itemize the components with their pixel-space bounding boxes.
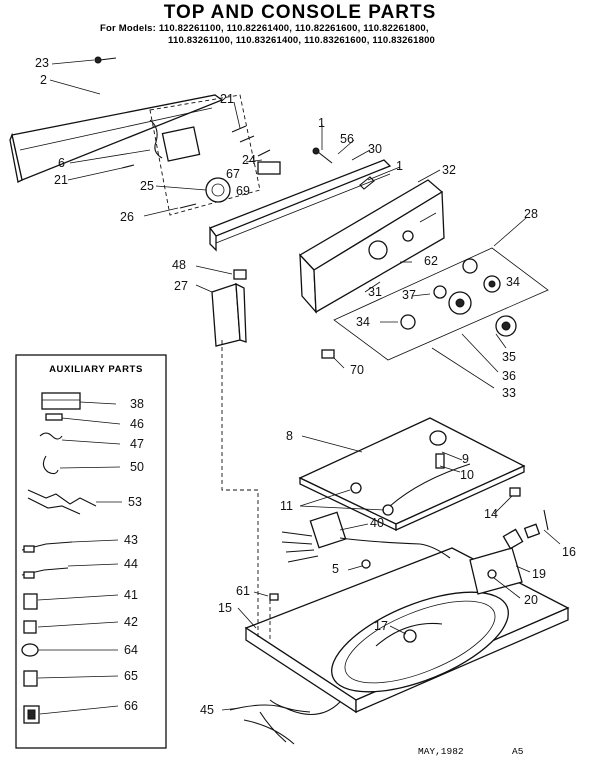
callout-label: 69 — [236, 184, 250, 198]
aux-item-number: 41 — [124, 588, 138, 602]
leader-lines — [49, 59, 561, 711]
callout-label: 1 — [318, 116, 325, 130]
callout-label: 25 — [140, 179, 154, 193]
callout-label: 37 — [402, 288, 416, 302]
callout-label: 62 — [424, 254, 438, 268]
aux-item-number: 47 — [130, 437, 144, 451]
clip-70 — [321, 349, 335, 359]
callout-label: 14 — [484, 507, 498, 521]
callout-label: 31 — [368, 285, 382, 299]
models-line-2: 110.83261100, 110.83261400, 110.83261600… — [168, 35, 435, 46]
aux-item-number: 66 — [124, 699, 138, 713]
lid-switch — [469, 547, 523, 595]
callout-label: 34 — [356, 315, 370, 329]
callout-label: 21 — [220, 92, 234, 106]
wire-bundle-45 — [229, 699, 341, 745]
aux-item-number: 44 — [124, 557, 138, 571]
callout-label: 5 — [332, 562, 339, 576]
aux-item-number: 43 — [124, 533, 138, 547]
back-trim-panel — [9, 94, 224, 183]
callout-label: 30 — [368, 142, 382, 156]
callout-label: 27 — [174, 279, 188, 293]
control-console — [298, 179, 445, 314]
callout-label: 61 — [236, 584, 250, 598]
callout-label: 15 — [218, 601, 232, 615]
aux-item-number: 65 — [124, 669, 138, 683]
callout-label: 16 — [562, 545, 576, 559]
callout-label: 24 — [242, 153, 256, 167]
callout-label: 19 — [532, 567, 546, 581]
aux-item-number: 42 — [124, 615, 138, 629]
aux-item-number: 38 — [130, 397, 144, 411]
callout-labels: 23 2 21 1 56 30 1 32 6 21 24 67 25 69 26… — [35, 56, 576, 717]
callout-label: 2 — [40, 73, 47, 87]
callout-label: 10 — [460, 468, 474, 482]
callout-label: 9 — [462, 452, 469, 466]
aux-item-number: 64 — [124, 643, 138, 657]
callout-label: 1 — [396, 159, 403, 173]
callout-label: 11 — [280, 499, 293, 513]
end-cap-27 — [211, 282, 247, 347]
auxiliary-callouts: 38 46 47 50 53 43 44 41 42 64 65 66 — [124, 397, 144, 713]
callout-label: 36 — [502, 369, 516, 383]
knob-assembly — [333, 247, 549, 361]
callout-label: 33 — [502, 386, 516, 400]
lid-switch-actuator — [502, 509, 549, 550]
screw-icon — [94, 56, 117, 64]
callout-label: 40 — [370, 516, 384, 530]
aux-item-number: 50 — [130, 460, 144, 474]
callout-label: 35 — [502, 350, 516, 364]
callout-label: 32 — [442, 163, 456, 177]
diagram-title: TOP AND CONSOLE PARTS — [164, 2, 437, 23]
callout-label: 28 — [524, 207, 538, 221]
callout-label: 6 — [58, 156, 65, 170]
callout-label: 20 — [524, 593, 538, 607]
callout-label: 17 — [374, 619, 388, 633]
clip-48 — [233, 269, 247, 280]
aux-item-number: 53 — [128, 495, 142, 509]
callout-label: 56 — [340, 132, 354, 146]
aux-item-number: 46 — [130, 417, 144, 431]
callout-label: 8 — [286, 429, 293, 443]
models-line-1: For Models: 110.82261100, 110.82261400, … — [100, 23, 429, 34]
callout-label: 26 — [120, 210, 134, 224]
callout-label: 23 — [35, 56, 49, 70]
auxiliary-title: AUXILIARY PARTS — [49, 364, 143, 375]
callout-label: 67 — [226, 167, 240, 181]
wiring-harness — [281, 511, 451, 563]
lid-panel — [298, 417, 526, 532]
auxiliary-parts-box: AUXILIARY PARTS — [15, 354, 167, 749]
footer-code: A5 — [512, 746, 524, 757]
callout-label: 48 — [172, 258, 186, 272]
callout-label: 70 — [350, 363, 364, 377]
callout-label: 34 — [506, 275, 520, 289]
callout-label: 21 — [54, 173, 68, 187]
callout-label: 45 — [200, 703, 214, 717]
footer-date: MAY,1982 — [418, 746, 464, 757]
